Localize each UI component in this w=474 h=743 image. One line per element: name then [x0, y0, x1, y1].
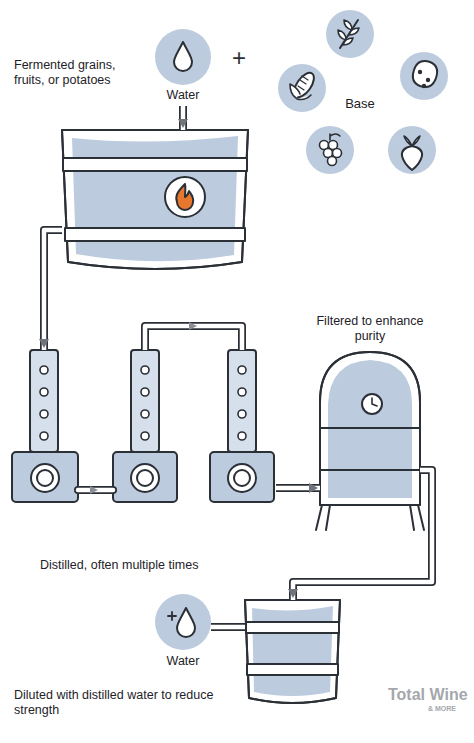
distillation-stills: Distilled, often multiple times: [12, 350, 276, 502]
watermark: & MORE: [428, 705, 456, 712]
step-label: Water: [143, 654, 223, 669]
step-label: Fermented grains, fruits, or potatoes: [14, 58, 149, 88]
pipe-connector: [211, 627, 245, 628]
arrow-head: [178, 119, 188, 128]
pipe-stroke: [276, 484, 320, 492]
pipe-stroke: [44, 230, 62, 350]
step-label: Diluted with distilled water to reduce s…: [14, 688, 240, 718]
pipe-connector: [288, 470, 432, 600]
pipe-stroke: [293, 470, 432, 600]
pipe-connector: [178, 106, 188, 130]
watermark: Total Wine: [388, 686, 468, 704]
step-label: Filtered to enhance purity: [305, 314, 435, 344]
arrow-head: [288, 589, 298, 598]
step-label: Water: [143, 88, 223, 103]
water-icon: Water: [155, 29, 211, 106]
water-icon: Water: [155, 594, 211, 672]
arrow-head: [39, 339, 49, 348]
pipe-stroke: [211, 623, 245, 631]
pipe-stroke: [44, 230, 62, 350]
plus-sign: +: [232, 44, 246, 72]
pipe-stroke: [179, 106, 187, 130]
pipe-connector: [39, 230, 62, 350]
arrow-head: [309, 483, 318, 493]
fermentation-tank: Fermented grains, fruits, or potatoes: [62, 130, 248, 276]
filter-tank: Filtered to enhance purity: [320, 352, 420, 530]
step-label: Base: [335, 96, 385, 111]
pipe-stroke: [293, 470, 432, 600]
dilution-tank: Diluted with distilled water to reduce s…: [245, 600, 340, 706]
base-ingredients: Base: [278, 10, 448, 174]
pipe-stroke: [211, 625, 245, 630]
pipe-connector: [276, 483, 320, 493]
step-label: Distilled, often multiple times: [40, 558, 290, 573]
